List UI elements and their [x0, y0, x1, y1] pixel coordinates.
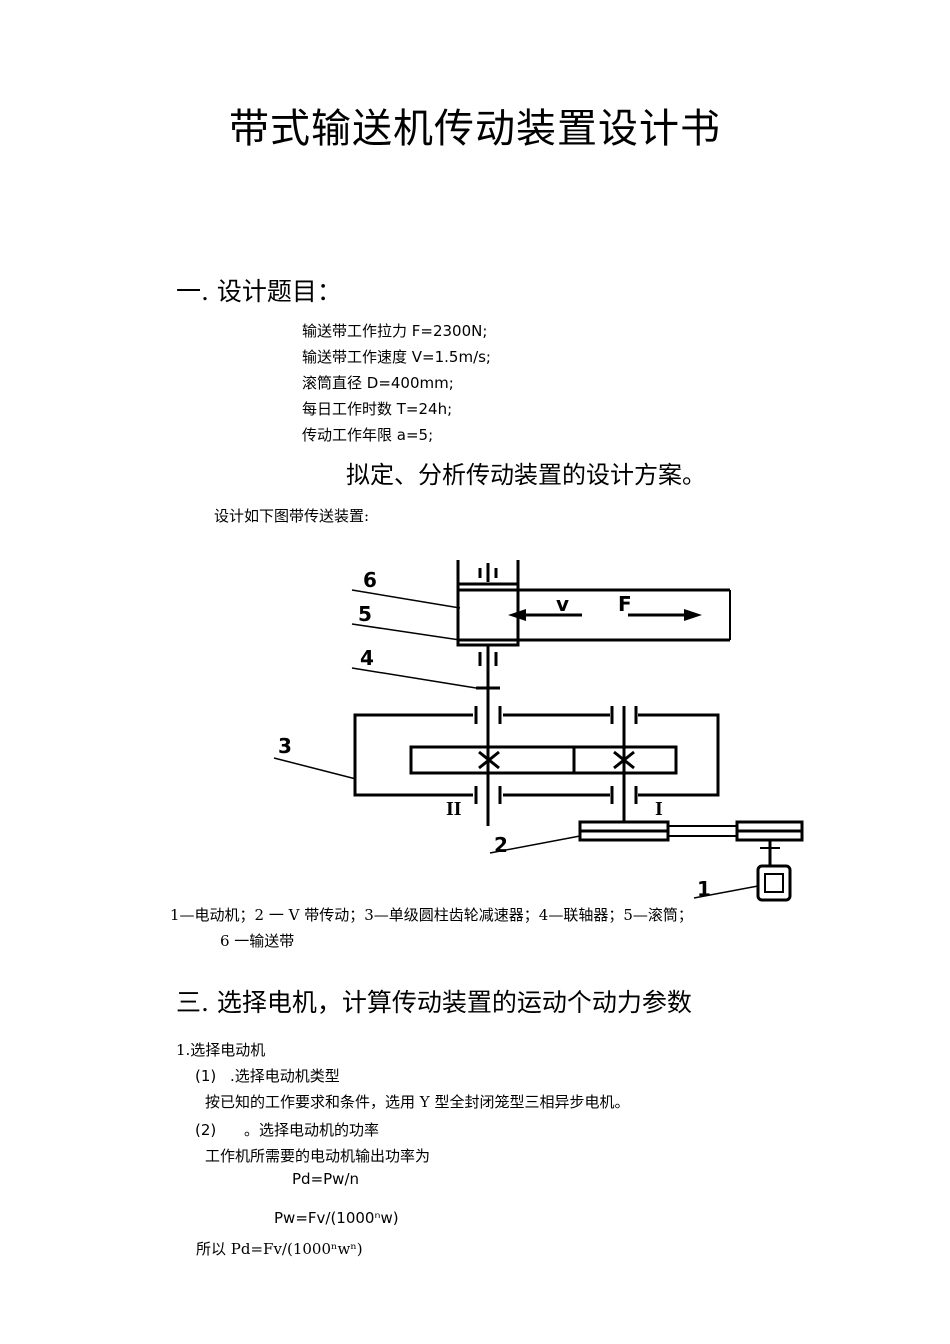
requirement-item: 滚筒直径 D=400mm; [302, 374, 454, 392]
label-3: 3 [278, 734, 292, 758]
item-1-title: .选择电动机类型 [230, 1067, 340, 1085]
requirement-item: 每日工作时数 T=24h; [302, 400, 453, 418]
label-f: F [618, 592, 632, 616]
diagram-intro: 设计如下图带传送装置: [214, 507, 370, 525]
item-1-number: (1) [195, 1067, 217, 1085]
requirement-item: 输送带工作拉力 F=2300N; [302, 322, 488, 340]
diagram-caption-line-1: 1—电动机；2 一 V 带传动；3—单级圆柱齿轮减速器；4—联轴器；5—滚筒； [170, 906, 693, 924]
section-1-heading: 一. 设计题目： [176, 277, 342, 306]
label-1: 1 [697, 877, 711, 901]
formula-pd: Pd=Pw/n [292, 1170, 360, 1188]
item-2-number: (2) [195, 1121, 217, 1139]
label-shaft-ii: II [446, 798, 462, 820]
requirement-item: 输送带工作速度 V=1.5m/s; [302, 348, 491, 366]
label-4: 4 [360, 646, 374, 670]
item-1-text: 按已知的工作要求和条件，选用 Y 型全封闭笼型三相异步电机。 [205, 1093, 630, 1111]
section-2-heading: 拟定、分析传动装置的设计方案。 [346, 461, 706, 489]
item-2-title: 。选择电动机的功率 [244, 1121, 380, 1139]
requirements-list: 输送带工作拉力 F=2300N; 输送带工作速度 V=1.5m/s; 滚筒直径 … [302, 318, 491, 448]
formula-pw: Pw=Fv/(1000ⁿw) [274, 1209, 399, 1227]
label-2: 2 [494, 833, 508, 857]
label-6: 6 [363, 568, 377, 592]
formula-pd-result: 所以 Pd=Fv/(1000ⁿwⁿ) [196, 1240, 363, 1258]
item-2-text: 工作机所需要的电动机输出功率为 [205, 1147, 431, 1165]
label-5: 5 [358, 602, 372, 626]
subsection-1-heading: 1.选择电动机 [176, 1041, 266, 1059]
document-title: 带式输送机传动装置设计书 [229, 106, 721, 152]
label-v: v [556, 592, 569, 616]
transmission-diagram: 6 5 4 3 2 1 v F II I [273, 560, 804, 902]
section-3-heading: 三. 选择电机，计算传动装置的运动个动力参数 [176, 988, 692, 1017]
label-shaft-i: I [655, 798, 663, 820]
requirement-item: 传动工作年限 a=5; [302, 426, 434, 444]
diagram-caption-line-2: 6 一输送带 [220, 932, 295, 950]
